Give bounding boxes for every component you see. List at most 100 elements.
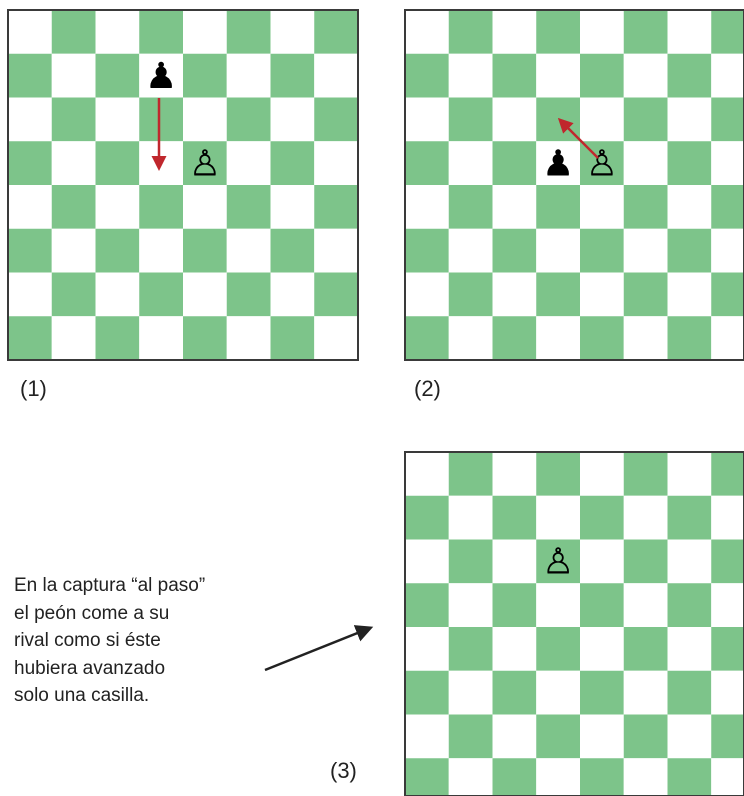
board-square xyxy=(51,10,96,54)
board-square xyxy=(314,272,358,317)
board-square xyxy=(448,758,493,796)
board-square xyxy=(492,272,537,317)
board-square xyxy=(711,141,744,185)
board-square xyxy=(405,758,449,796)
board-square xyxy=(711,539,744,584)
board-square xyxy=(492,452,537,496)
board-square xyxy=(95,141,140,185)
board-square xyxy=(536,316,580,360)
board-square xyxy=(448,583,493,627)
board-square xyxy=(667,316,712,360)
board-square xyxy=(448,97,493,142)
board-square xyxy=(667,539,712,584)
board-square xyxy=(139,272,183,317)
board-square xyxy=(270,10,315,54)
board-square xyxy=(667,758,712,796)
board-square xyxy=(226,185,271,229)
board-square xyxy=(139,316,183,360)
board-square xyxy=(139,97,183,142)
board-square xyxy=(667,185,712,229)
board-square xyxy=(405,141,449,185)
board-square xyxy=(492,10,537,54)
board-square xyxy=(314,10,358,54)
white-pawn-icon: ♙ xyxy=(542,542,574,583)
board-square xyxy=(580,272,624,317)
board-border xyxy=(404,9,744,361)
board-square xyxy=(580,758,624,796)
board-square xyxy=(667,627,712,671)
board-square xyxy=(183,272,227,317)
board-square xyxy=(405,53,449,98)
board-square xyxy=(8,272,52,317)
board-square xyxy=(51,141,96,185)
board-square xyxy=(536,627,580,671)
board-square xyxy=(623,714,668,759)
board-square xyxy=(448,452,493,496)
board-square xyxy=(492,316,537,360)
board-square xyxy=(536,714,580,759)
board-square xyxy=(270,53,315,98)
board-square xyxy=(139,141,183,185)
board-1-label: (1) xyxy=(20,376,47,401)
board-square xyxy=(51,228,96,273)
black-pawn-icon: ♟ xyxy=(145,56,177,97)
board-square xyxy=(448,185,493,229)
board-square xyxy=(270,97,315,142)
board-square xyxy=(51,272,96,317)
board-3-label: (3) xyxy=(330,758,357,783)
board-square xyxy=(711,583,744,627)
board-square xyxy=(536,539,580,584)
board-square xyxy=(405,185,449,229)
board-2-label: (2) xyxy=(414,376,441,401)
board-square xyxy=(711,97,744,142)
board-square xyxy=(8,10,52,54)
board-square xyxy=(623,495,668,540)
board-square xyxy=(536,53,580,98)
board-square xyxy=(536,272,580,317)
board-square xyxy=(95,228,140,273)
board-square xyxy=(314,53,358,98)
board-square xyxy=(711,272,744,317)
board-square xyxy=(623,228,668,273)
board-square xyxy=(580,228,624,273)
board-square xyxy=(8,53,52,98)
board-square xyxy=(536,228,580,273)
board-square xyxy=(405,627,449,671)
board-square xyxy=(536,758,580,796)
board-square xyxy=(711,185,744,229)
board-square xyxy=(711,10,744,54)
board-square xyxy=(95,272,140,317)
board-square xyxy=(405,97,449,142)
board-square xyxy=(183,97,227,142)
board-square xyxy=(492,627,537,671)
board-square xyxy=(139,10,183,54)
caption-line: hubiera avanzado xyxy=(14,657,166,679)
caption-line: solo una casilla. xyxy=(14,685,150,706)
board-square xyxy=(8,97,52,142)
board-square xyxy=(667,10,712,54)
board-square xyxy=(536,495,580,540)
board-square xyxy=(492,495,537,540)
board-square xyxy=(183,316,227,360)
board-square xyxy=(623,272,668,317)
board-square xyxy=(448,670,493,715)
board-square xyxy=(314,185,358,229)
board-square xyxy=(711,670,744,715)
board-square xyxy=(139,185,183,229)
board-square xyxy=(492,539,537,584)
board-3: ♙ xyxy=(404,451,744,796)
board-square xyxy=(711,627,744,671)
board-square xyxy=(226,316,271,360)
board-square xyxy=(623,10,668,54)
board-square xyxy=(448,714,493,759)
white-pawn-icon: ♙ xyxy=(189,143,221,184)
board-square xyxy=(405,539,449,584)
board-square xyxy=(667,228,712,273)
board-square xyxy=(580,10,624,54)
board-square xyxy=(492,758,537,796)
board-square xyxy=(580,185,624,229)
board-square xyxy=(580,670,624,715)
board-square xyxy=(448,627,493,671)
board-square xyxy=(448,141,493,185)
